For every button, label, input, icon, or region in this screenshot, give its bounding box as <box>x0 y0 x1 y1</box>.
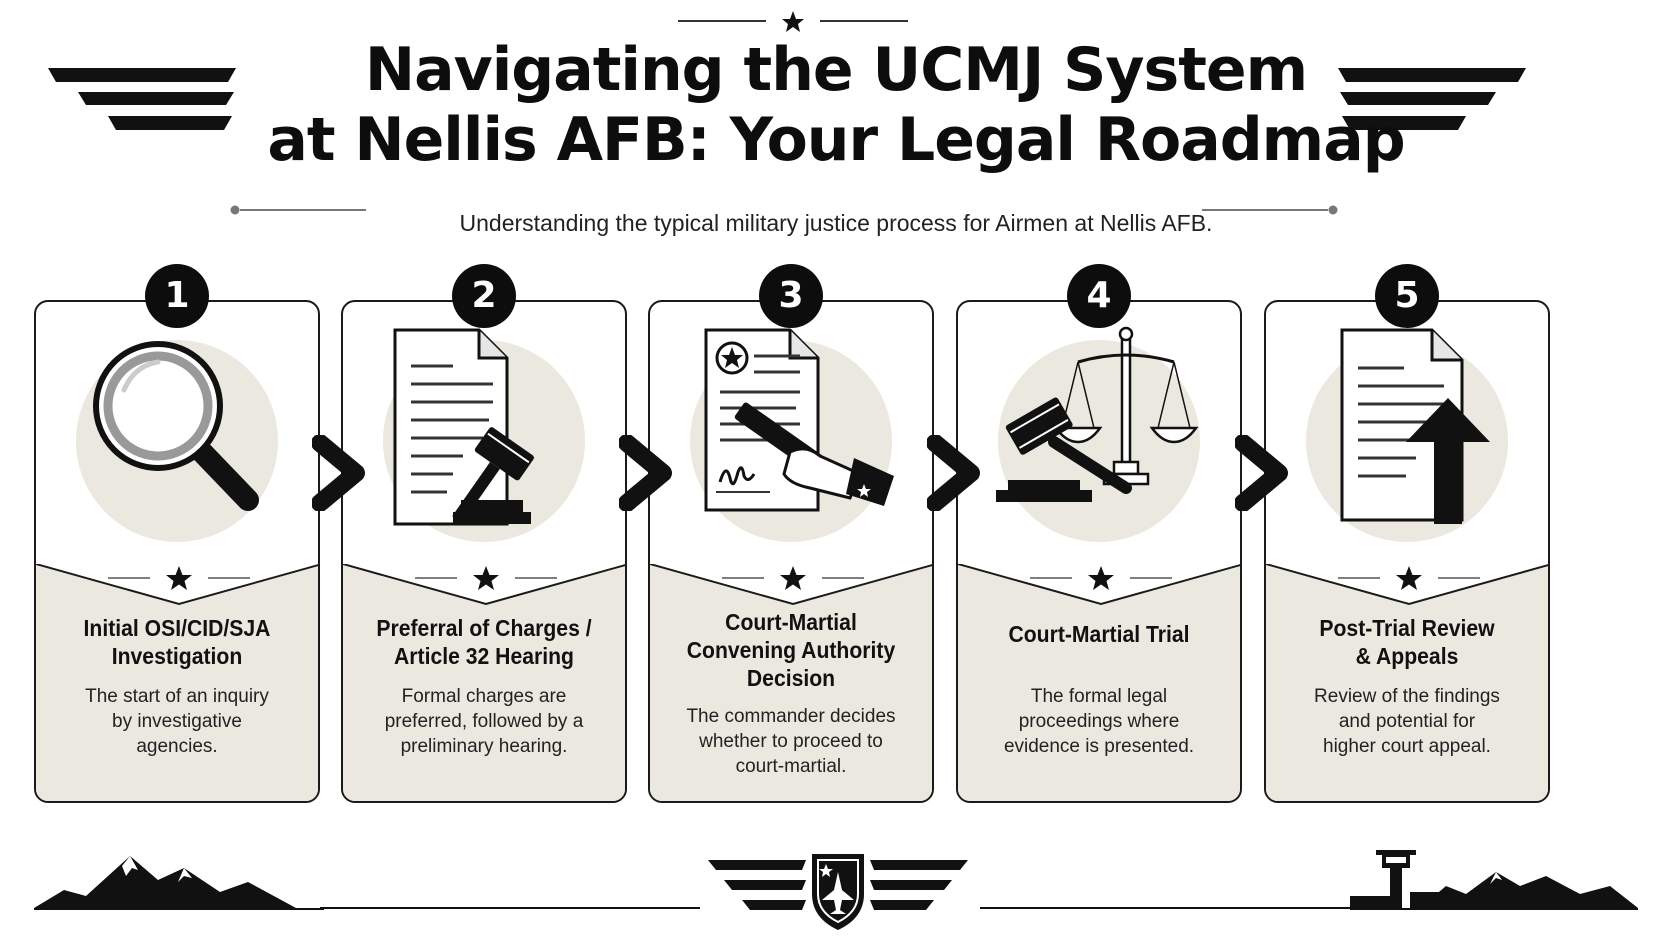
step-desc-line: by investigative <box>112 711 242 732</box>
cuff-star-icon <box>857 484 871 497</box>
step-desc-line: preferred, followed by a <box>384 711 584 732</box>
step-number-badge-1: 1 <box>145 264 209 328</box>
step-card-5: Post-Trial Review & Appeals Review of th… <box>1264 300 1550 803</box>
star-icon <box>819 864 833 877</box>
seal-star-icon <box>721 347 743 368</box>
step-title-line: Court-Martial Trial <box>1008 621 1190 647</box>
document-gavel-icon <box>393 328 534 526</box>
step-desc-line: preliminary hearing. <box>400 736 568 757</box>
star-icon <box>1088 566 1114 590</box>
chevron-right-icon <box>312 435 365 511</box>
step-panel: Initial OSI/CID/SJA Investigation The st… <box>36 564 318 801</box>
step-desc-line: The start of an inquiry <box>85 686 269 707</box>
step-desc-line: higher court appeal. <box>1323 736 1491 757</box>
step-desc-line: The formal legal <box>1030 686 1168 707</box>
chevron-right-icon <box>927 435 980 511</box>
subtitle-rule-left <box>230 205 366 215</box>
star-icon <box>1396 566 1422 590</box>
step-title-line: Article 32 Hearing <box>394 643 574 669</box>
step-card-4: Court-Martial Trial The formal legal pro… <box>956 300 1242 803</box>
chevron-right-icon <box>1235 435 1288 511</box>
step-desc-line: proceedings where <box>1018 711 1180 732</box>
document-arrow-up-icon <box>1340 328 1490 524</box>
footer-rule-left <box>320 907 700 909</box>
star-icon <box>166 566 192 590</box>
step-title-line: Post-Trial Review <box>1319 615 1495 641</box>
step-title-line: Convening Authority <box>686 637 896 663</box>
step-number-badge-2: 2 <box>452 264 516 328</box>
step-desc-line: whether to proceed to <box>699 731 883 752</box>
step-card-2: Preferral of Charges / Article 32 Hearin… <box>341 300 627 803</box>
top-star-divider <box>678 11 908 32</box>
step-desc-line: Formal charges are <box>401 686 567 707</box>
footer-rule-right <box>980 907 1370 909</box>
step-desc-line: agencies. <box>136 736 218 757</box>
step-card-3: Court-Martial Convening Authority Decisi… <box>648 300 934 803</box>
page-title-line1: Navigating the UCMJ System <box>364 35 1308 105</box>
mountains-illustration <box>34 856 324 910</box>
chevron-right-icon <box>619 435 672 511</box>
step-title-line: Court-Martial <box>725 609 857 635</box>
step-title-line: & Appeals <box>1355 643 1459 669</box>
step-title-line: Preferral of Charges / <box>376 615 592 641</box>
star-icon <box>473 566 499 590</box>
step-panel: Post-Trial Review & Appeals Review of th… <box>1266 564 1548 801</box>
step-desc-line: Review of the findings <box>1314 686 1500 707</box>
page-title-line2: at Nellis AFB: Your Legal Roadmap <box>267 105 1405 175</box>
step-title-line: Initial OSI/CID/SJA <box>83 615 271 641</box>
step-panel: Court-Martial Trial The formal legal pro… <box>958 564 1240 801</box>
step-card-1: Initial OSI/CID/SJA Investigation The st… <box>34 300 320 803</box>
step-title-line: Decision <box>746 665 836 691</box>
step-title-line: Investigation <box>111 643 243 669</box>
subtitle-rule-right <box>1202 205 1338 215</box>
star-icon <box>782 11 804 32</box>
step-number-badge-3: 3 <box>759 264 823 328</box>
star-icon <box>780 566 806 590</box>
step-desc-line: evidence is presented. <box>1003 736 1195 757</box>
page-subtitle: Understanding the typical military justi… <box>459 210 1213 236</box>
step-desc-line: court-martial. <box>735 756 847 777</box>
wings-shield-emblem <box>708 854 968 930</box>
step-number-badge-5: 5 <box>1375 264 1439 328</box>
step-panel: Preferral of Charges / Article 32 Hearin… <box>343 564 625 801</box>
wing-stripes-left <box>48 68 236 130</box>
step-desc-line: and potential for <box>1338 711 1476 732</box>
step-number-badge-4: 4 <box>1067 264 1131 328</box>
step-desc-line: The commander decides <box>686 706 896 727</box>
signing-document-icon <box>704 328 894 512</box>
magnifying-glass-icon <box>93 341 259 511</box>
jet-icon <box>822 872 854 914</box>
wing-stripes-right <box>1338 68 1526 130</box>
step-panel: Court-Martial Convening Authority Decisi… <box>650 564 932 801</box>
control-tower-illustration <box>1350 850 1638 910</box>
scales-gavel-icon <box>996 326 1199 502</box>
